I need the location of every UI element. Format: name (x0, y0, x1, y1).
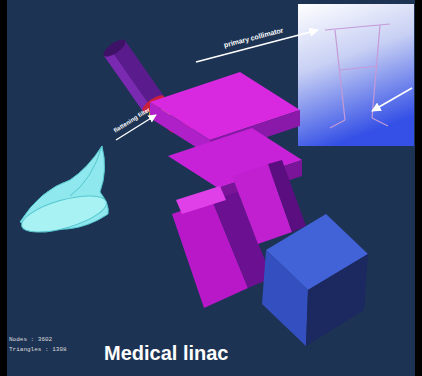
frame-left (0, 0, 7, 376)
target-cone (18, 146, 110, 240)
phantom-plane (298, 4, 414, 146)
frame-right (415, 0, 422, 376)
caption: Medical linac (104, 342, 229, 365)
stat-text: Triangles : 1308 (9, 346, 67, 353)
water-cube (262, 214, 368, 346)
stat-text: Nodes : 3602 (9, 336, 52, 343)
